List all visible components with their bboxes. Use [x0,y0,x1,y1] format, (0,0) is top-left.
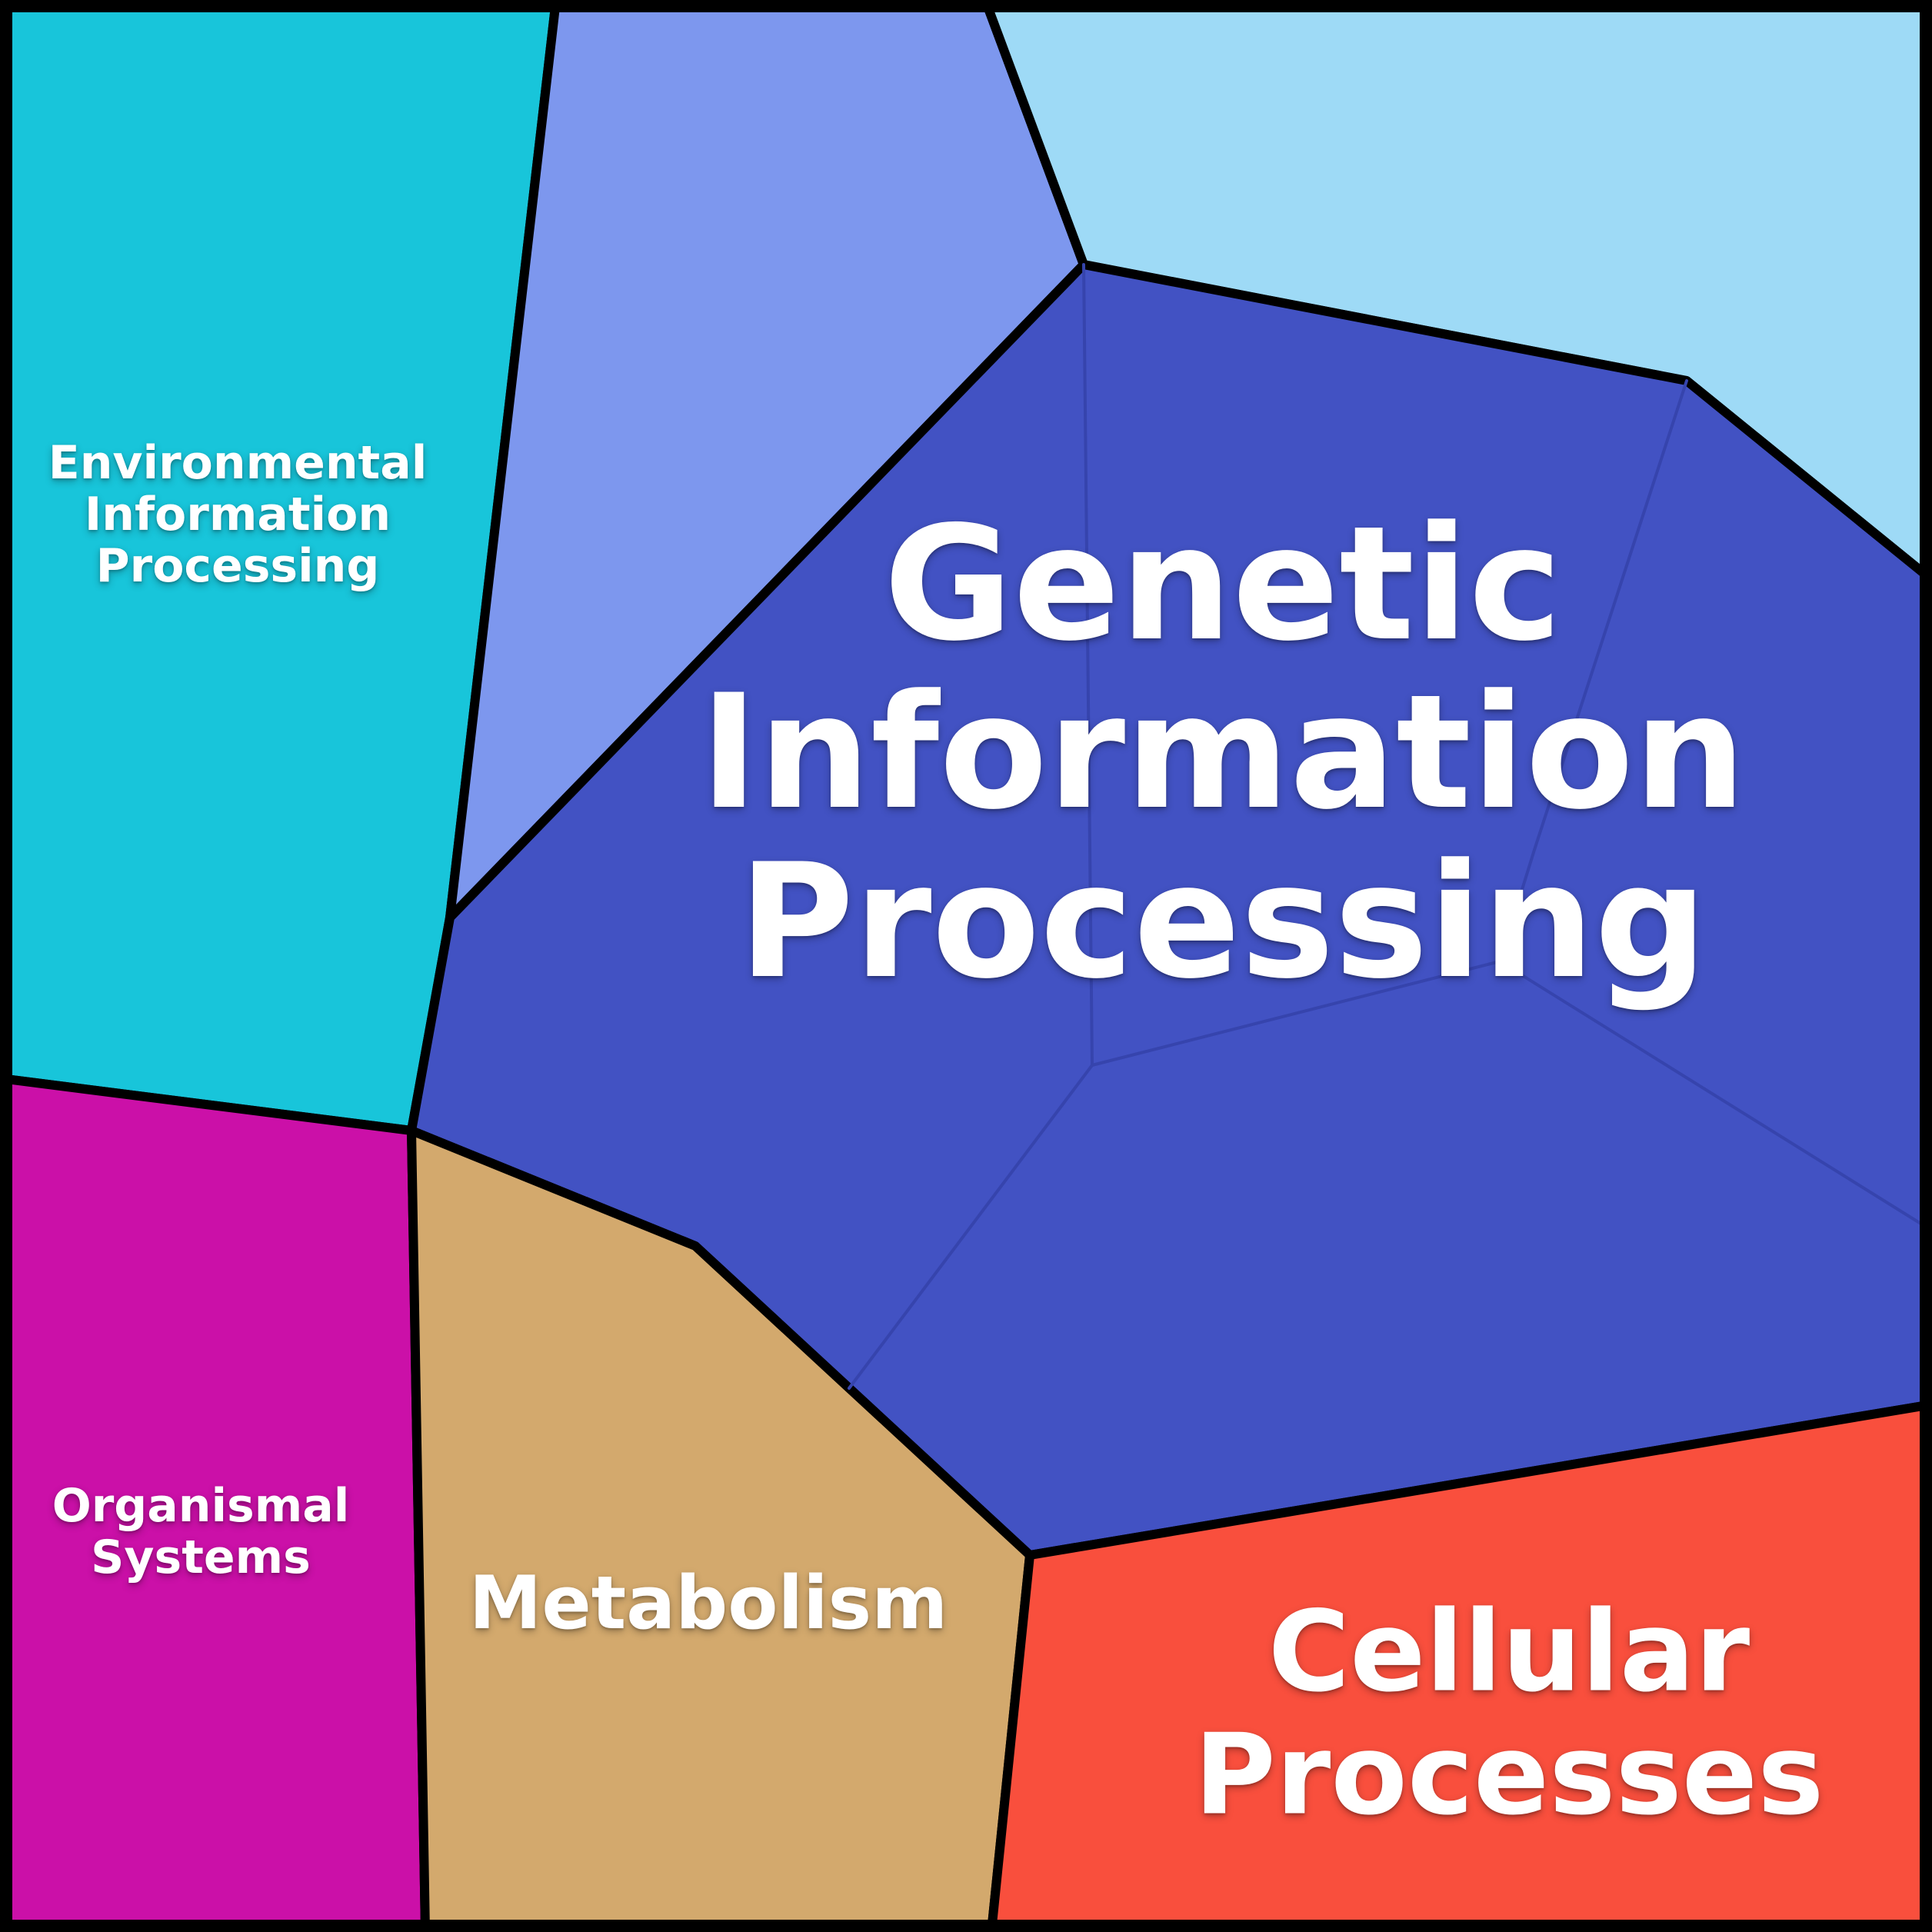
subcell-divider-line [1498,960,1932,1232]
region-cellular-processes-shape [987,1400,1932,1932]
region-organismal-systems-shape [0,1074,430,1932]
subcell-divider-line [848,1064,1094,1390]
genetic-subcell-divider-lines [848,263,1932,1390]
subcell-divider-line [1091,379,1688,1067]
subcell-divider-line [1082,263,1094,1067]
